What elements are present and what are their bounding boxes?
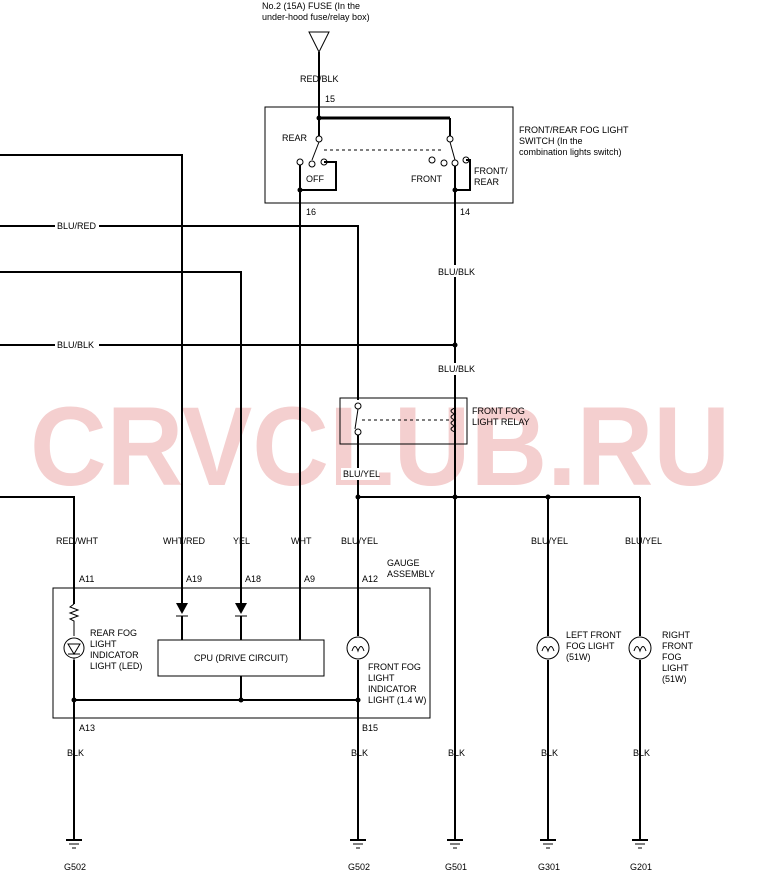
left-front-fog-bulb bbox=[536, 636, 560, 660]
pin-a9: A9 bbox=[304, 574, 315, 584]
wire-label-backgrounds bbox=[55, 220, 474, 480]
wire-label-red-wht: RED/WHT bbox=[56, 536, 98, 546]
front-ind-label-1: FRONT FOG bbox=[368, 662, 421, 672]
cpu-label: CPU (DRIVE CIRCUIT) bbox=[194, 653, 288, 663]
pin-a11: A11 bbox=[79, 574, 94, 584]
relay-label-1: FRONT FOG bbox=[472, 406, 525, 416]
pin-b15: B15 bbox=[362, 723, 378, 733]
wire-label-blu-blk-1: BLU/BLK bbox=[438, 267, 475, 277]
wire-label-red-blk: RED/BLK bbox=[300, 74, 339, 84]
cpu-box bbox=[157, 639, 325, 677]
wire-label-blu-yel-3: BLU/YEL bbox=[625, 536, 662, 546]
pin-15: 15 bbox=[325, 94, 335, 104]
fog-switch-box bbox=[264, 106, 514, 204]
switch-pos-rear: REAR bbox=[282, 133, 308, 143]
right-front-fog-bulb bbox=[628, 636, 652, 660]
switch-pos-front-rear-2: REAR bbox=[474, 177, 500, 187]
fuse-label-2: under-hood fuse/relay box) bbox=[262, 12, 370, 22]
wire-label-blk-4: BLK bbox=[541, 748, 558, 758]
right-bulb-label-5: (51W) bbox=[662, 674, 687, 684]
wire-label-wht: WHT bbox=[291, 536, 312, 546]
rear-led-label-2: LIGHT bbox=[90, 639, 117, 649]
switch-pos-front-rear-1: FRONT/ bbox=[474, 166, 508, 176]
pin-a12: A12 bbox=[362, 574, 378, 584]
pin-14: 14 bbox=[460, 207, 470, 217]
wire-label-blk-5: BLK bbox=[633, 748, 650, 758]
left-bulb-label-1: LEFT FRONT bbox=[566, 630, 622, 640]
switch-pos-front: FRONT bbox=[411, 174, 442, 184]
pin-a19: A19 bbox=[186, 574, 202, 584]
relay-box bbox=[339, 397, 468, 445]
left-bulb-label-2: FOG LIGHT bbox=[566, 641, 615, 651]
watermark: CRVCLUB.RU bbox=[30, 384, 730, 509]
gauge-label-1: GAUGE bbox=[387, 558, 420, 568]
right-bulb-label-4: LIGHT bbox=[662, 663, 689, 673]
pin-a18: A18 bbox=[245, 574, 261, 584]
ground-g502-b: G502 bbox=[348, 862, 370, 872]
gauge-internals bbox=[63, 603, 370, 703]
wire-label-blu-yel-1: BLU/YEL bbox=[341, 536, 378, 546]
ground-g501: G501 bbox=[445, 862, 467, 872]
fuse-label-1: No.2 (15A) FUSE (In the bbox=[262, 1, 360, 11]
right-bulb-label-2: FRONT bbox=[662, 641, 693, 651]
wire-label-blk-3: BLK bbox=[448, 748, 465, 758]
wire-label-blu-yel-2: BLU/YEL bbox=[531, 536, 568, 546]
right-bulb-label-1: RIGHT bbox=[662, 630, 691, 640]
wire-label-blk-1: BLK bbox=[67, 748, 84, 758]
ground-symbols bbox=[66, 839, 648, 849]
pin-a13: A13 bbox=[79, 723, 95, 733]
switch-pos-off: OFF bbox=[306, 174, 324, 184]
front-ind-label-3: INDICATOR bbox=[368, 684, 417, 694]
pin-16: 16 bbox=[306, 207, 316, 217]
front-ind-label-2: LIGHT bbox=[368, 673, 395, 683]
ground-g201: G201 bbox=[630, 862, 652, 872]
fog-switch-contacts bbox=[296, 115, 471, 193]
relay-label-2: LIGHT RELAY bbox=[472, 417, 530, 427]
wire-label-blu-red: BLU/RED bbox=[57, 221, 97, 231]
wire-label-blu-yel-relay: BLU/YEL bbox=[343, 469, 380, 479]
front-ind-label-4: LIGHT (1.4 W) bbox=[368, 695, 426, 705]
left-bulb-label-3: (51W) bbox=[566, 652, 591, 662]
rear-led-label-4: LIGHT (LED) bbox=[90, 661, 142, 671]
wire-label-blk-2: BLK bbox=[351, 748, 368, 758]
switch-label-2: SWITCH (In the bbox=[519, 136, 583, 146]
ground-g502-a: G502 bbox=[64, 862, 86, 872]
right-bulb-label-3: FOG bbox=[662, 652, 682, 662]
wire-label-wht-red: WHT/RED bbox=[163, 536, 205, 546]
gauge-label-2: ASSEMBLY bbox=[387, 569, 435, 579]
rear-led-label-3: INDICATOR bbox=[90, 650, 139, 660]
ground-g301: G301 bbox=[538, 862, 560, 872]
rear-led-label-1: REAR FOG bbox=[90, 628, 137, 638]
wire-label-blu-blk-2: BLU/BLK bbox=[438, 364, 475, 374]
switch-label-1: FRONT/REAR FOG LIGHT bbox=[519, 125, 629, 135]
wire-label-yel: YEL bbox=[233, 536, 250, 546]
gauge-assembly-box bbox=[52, 587, 431, 719]
relay-coil bbox=[354, 402, 457, 436]
wiring bbox=[0, 154, 641, 840]
wire-label-blu-blk-left: BLU/BLK bbox=[57, 340, 94, 350]
switch-label-3: combination lights switch) bbox=[519, 147, 622, 157]
